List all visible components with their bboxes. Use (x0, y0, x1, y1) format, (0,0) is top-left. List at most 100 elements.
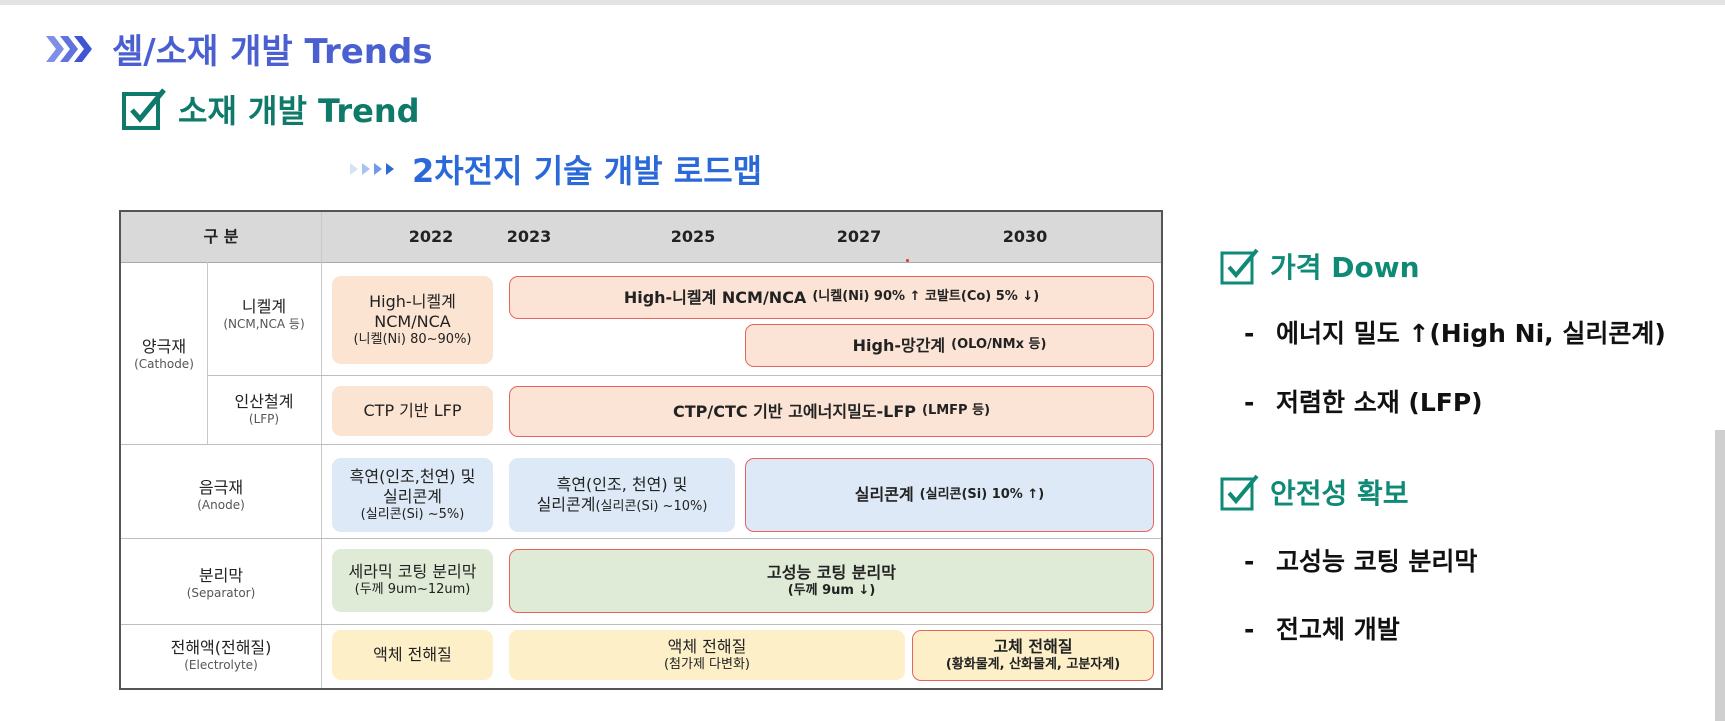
electrolyte-solid-line2: (황화물계, 산화물계, 고분자계) (945, 657, 1121, 673)
safety-item-2-text: 전고체 개발 (1276, 615, 1400, 644)
safety-item-2: -전고체 개발 (1244, 610, 1400, 646)
safety-heading-row: 안전성 확보 (1220, 472, 1409, 512)
grid-line (321, 212, 322, 688)
nickel-label: 니켈계 (241, 297, 287, 316)
bullet-dash: - (1244, 547, 1255, 576)
safety-item-1-text: 고성능 코팅 분리막 (1276, 547, 1478, 576)
row-label-nickel: 니켈계 (NCM,NCA 등) (207, 297, 321, 332)
header-year-2030: 2030 (1002, 227, 1048, 246)
lfp-2022-box: CTP 기반 LFP (332, 386, 493, 436)
electrolyte-mid-line1: 액체 전해질 (667, 636, 747, 656)
separator-2022-box: 세라믹 코팅 분리막 (두께 9um~12um) (332, 549, 493, 612)
lfp-main-detail: (LMFP 등) (922, 403, 991, 419)
grid-line (207, 375, 1161, 376)
nickel-label-en: (NCM,NCA 등) (223, 317, 305, 331)
nickel-main-box: High-니켈계 NCM/NCA (니켈(Ni) 90% ↑ 코발트(Co) 5… (509, 276, 1154, 319)
electrolyte-mid-line2: (첨가제 다변화) (663, 656, 751, 672)
header-category: 구 분 (203, 227, 239, 246)
subtitle-row: 소재 개발 Trend (122, 86, 420, 132)
top-border (0, 0, 1725, 5)
separator-main-line1: 고성능 코팅 분리막 (767, 562, 896, 582)
anode-label: 음극재 (198, 478, 244, 497)
anode-main-text: 실리콘계 (854, 485, 914, 504)
header-year-2023: 2023 (506, 227, 552, 246)
header-year-2027: 2027 (836, 227, 882, 246)
red-dot (906, 259, 909, 262)
anode-2022-line3: (실리콘(Si) ~5%) (360, 506, 465, 522)
roadmap-title: 2차전지 기술 개발 로드맵 (412, 152, 763, 190)
roadmap-table: 구 분 2022 2023 2025 2027 2030 양극재 (Cathod… (119, 210, 1163, 690)
nickel-main-detail: (니켈(Ni) 90% ↑ 코발트(Co) 5% ↓) (812, 289, 1040, 305)
nickel-2022-line2: NCM/NCA (374, 311, 451, 331)
roadmap-title-row: 2차전지 기술 개발 로드맵 (348, 146, 762, 192)
cathode-label-en: (Cathode) (134, 357, 194, 371)
row-label-anode: 음극재 (Anode) (121, 478, 321, 513)
bullet-dash: - (1244, 615, 1255, 644)
separator-2022-line1: 세라믹 코팅 분리막 (348, 562, 477, 582)
anode-main-detail: (실리콘(Si) 10% ↑) (919, 486, 1045, 502)
page-title: 셀/소재 개발 Trends (112, 32, 433, 72)
price-item-2-text: 저렴한 소재 (LFP) (1276, 388, 1483, 417)
separator-label-en: (Separator) (186, 586, 256, 600)
grid-line (121, 538, 1161, 539)
grid-line (121, 624, 1161, 625)
triangles-icon (350, 163, 394, 175)
header-year-2025: 2025 (670, 227, 716, 246)
electrolyte-2022-text: 액체 전해질 (373, 645, 452, 664)
subtitle: 소재 개발 Trend (178, 92, 420, 130)
lfp-label-en: (LFP) (248, 412, 280, 426)
grid-line (121, 444, 1161, 445)
anode-2023-line2: 실리콘계 (536, 494, 596, 514)
bullet-dash: - (1244, 319, 1255, 348)
checkbox-icon (1220, 248, 1259, 285)
checkbox-icon (1220, 474, 1259, 511)
triple-chevron-icon (46, 35, 92, 62)
nickel-2022-line1: High-니켈계 (369, 291, 456, 311)
separator-label: 분리막 (198, 566, 244, 585)
manganese-box: High-망간계 (OLO/NMx 등) (745, 324, 1154, 367)
row-label-electrolyte: 전해액(전해질) (Electrolyte) (121, 638, 321, 673)
safety-item-1: -고성능 코팅 분리막 (1244, 542, 1477, 578)
anode-2023-box: 흑연(인조, 천연) 및 실리콘계(실리콘(Si) ~10%) (509, 458, 735, 532)
electrolyte-mid-box: 액체 전해질 (첨가제 다변화) (509, 630, 905, 680)
electrolyte-label-en: (Electrolyte) (184, 658, 258, 672)
price-item-1: -에너지 밀도 ↑(High Ni, 실리콘계) (1244, 314, 1666, 350)
electrolyte-label: 전해액(전해질) (170, 638, 272, 657)
anode-2023-line3: (실리콘(Si) ~10%) (595, 498, 708, 514)
separator-main-box: 고성능 코팅 분리막 (두께 9um ↓) (509, 549, 1154, 613)
table-header: 구 분 2022 2023 2025 2027 2030 (121, 212, 1161, 263)
checkbox-icon (122, 88, 166, 130)
separator-2022-line2: (두께 9um~12um) (354, 582, 471, 598)
electrolyte-2022-box: 액체 전해질 (332, 630, 493, 680)
price-item-2: -저렴한 소재 (LFP) (1244, 383, 1483, 419)
anode-2022-line2: 실리콘계 (383, 486, 442, 506)
price-heading: 가격 Down (1270, 251, 1420, 284)
anode-main-box: 실리콘계 (실리콘(Si) 10% ↑) (745, 458, 1154, 532)
lfp-2022-text: CTP 기반 LFP (363, 401, 462, 420)
price-heading-row: 가격 Down (1220, 246, 1420, 286)
nickel-2022-line3: (니켈(Ni) 80~90%) (353, 331, 472, 347)
electrolyte-solid-box: 고체 전해질 (황화물계, 산화물계, 고분자계) (912, 630, 1154, 681)
header-year-2022: 2022 (408, 227, 454, 246)
row-label-cathode: 양극재 (Cathode) (121, 337, 207, 372)
row-label-separator: 분리막 (Separator) (121, 566, 321, 601)
anode-2023-line1: 흑연(인조, 천연) 및 (556, 474, 688, 494)
separator-main-line2: (두께 9um ↓) (787, 582, 876, 598)
nickel-2022-box: High-니켈계 NCM/NCA (니켈(Ni) 80~90%) (332, 276, 493, 364)
lfp-main-box: CTP/CTC 기반 고에너지밀도-LFP (LMFP 등) (509, 386, 1154, 437)
electrolyte-solid-line1: 고체 전해질 (993, 637, 1073, 657)
grid-line (207, 262, 208, 444)
scrollbar[interactable] (1715, 430, 1725, 721)
row-label-lfp: 인산철계 (LFP) (207, 392, 321, 427)
bullet-dash: - (1244, 388, 1255, 417)
lfp-label: 인산철계 (234, 392, 294, 411)
manganese-detail: (OLO/NMx 등) (951, 337, 1047, 353)
page-title-row: 셀/소재 개발 Trends (46, 24, 433, 73)
lfp-main-text: CTP/CTC 기반 고에너지밀도-LFP (672, 401, 917, 421)
manganese-text: High-망간계 (852, 335, 946, 355)
anode-2022-box: 흑연(인조,천연) 및 실리콘계 (실리콘(Si) ~5%) (332, 458, 493, 532)
safety-heading: 안전성 확보 (1270, 477, 1409, 510)
anode-2022-line1: 흑연(인조,천연) 및 (349, 466, 476, 486)
cathode-label: 양극재 (141, 337, 187, 356)
anode-label-en: (Anode) (197, 498, 245, 512)
